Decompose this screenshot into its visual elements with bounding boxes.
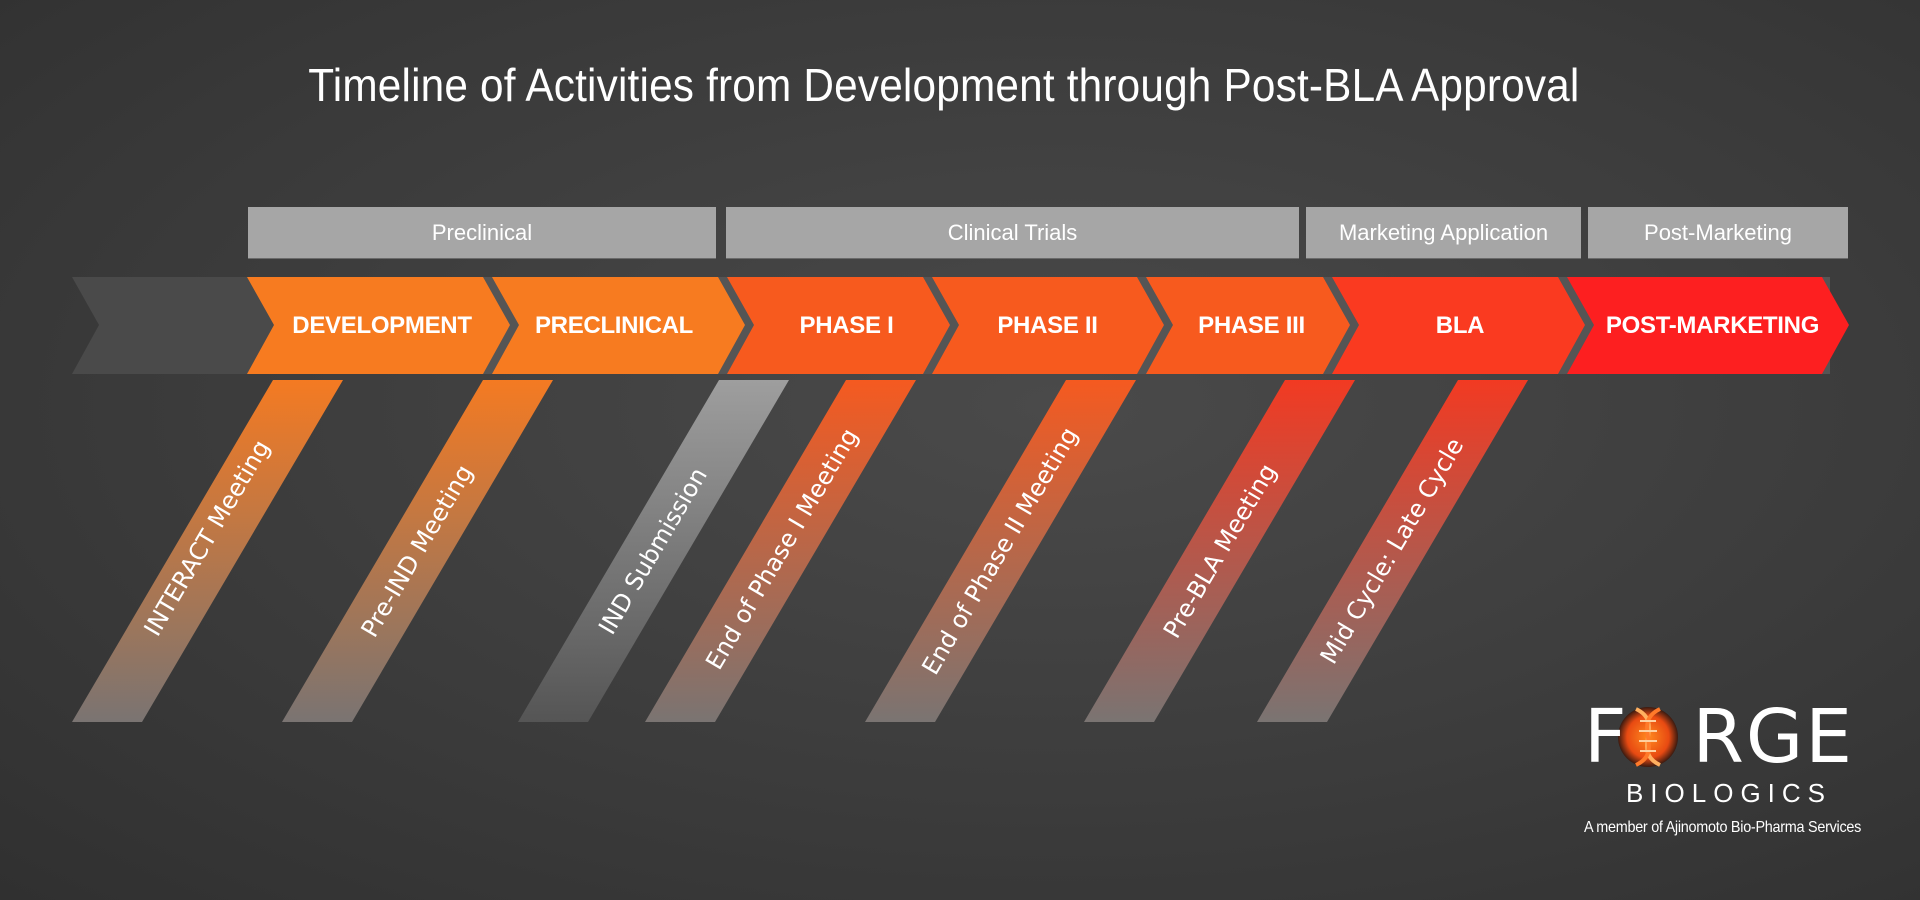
milestone-banner-pre-ind — [282, 380, 553, 722]
category-label: Marketing Application — [1338, 219, 1549, 245]
category-bar-marketing-application: Marketing Application — [1306, 207, 1581, 258]
category-label: Clinical Trials — [947, 219, 1078, 245]
stage-label-phase-3: PHASE III — [1198, 311, 1305, 339]
chevron-phase-2 — [932, 277, 1164, 374]
stage-label-development: DEVELOPMENT — [292, 311, 472, 339]
chevron-post-marketing — [1567, 277, 1849, 374]
milestone-banner-end-phase-2 — [865, 380, 1136, 722]
chevron-phase-3 — [1146, 277, 1350, 374]
stage-label-post-marketing: POST-MARKETING — [1605, 311, 1820, 339]
logo-wordmark: F RGE — [1584, 694, 1854, 780]
chevron-bla — [1332, 277, 1585, 374]
milestone-banner-pre-bla — [1084, 380, 1355, 722]
stage-label-phase-1: PHASE I — [799, 311, 894, 339]
stage-label-bla: BLA — [1435, 311, 1485, 339]
stage-label-phase-2: PHASE II — [997, 311, 1098, 339]
chevron-phase-1 — [727, 277, 950, 374]
logo-tagline: A member of Ajinomoto Bio-Pharma Service… — [1584, 819, 1862, 836]
dna-helix-icon — [1618, 707, 1678, 767]
page-title: Timeline of Activities from Development … — [308, 59, 1580, 111]
category-label: Preclinical — [431, 219, 533, 245]
milestone-banner-end-phase-1 — [645, 380, 916, 722]
milestone-banner-mid-late-cycle — [1257, 380, 1528, 722]
stage-label-preclinical: PRECLINICAL — [534, 311, 694, 339]
chevron-preclinical — [492, 277, 745, 374]
milestone-banner-ind-submission — [518, 380, 789, 722]
category-label: Post-Marketing — [1644, 219, 1792, 245]
chevron-development — [247, 277, 510, 374]
milestone-banner-interact — [72, 380, 343, 722]
logo-subtitle: BIOLOGICS — [1625, 778, 1833, 808]
forge-biologics-logo: F RGE BIOLOGICS A member of Ajinomoto Bi… — [1584, 694, 1862, 837]
lead-chevron — [72, 277, 274, 374]
category-bar-post-marketing: Post-Marketing — [1588, 207, 1848, 258]
category-bar-clinical-trials: Clinical Trials — [726, 207, 1299, 258]
category-bar-preclinical: Preclinical — [248, 207, 716, 258]
